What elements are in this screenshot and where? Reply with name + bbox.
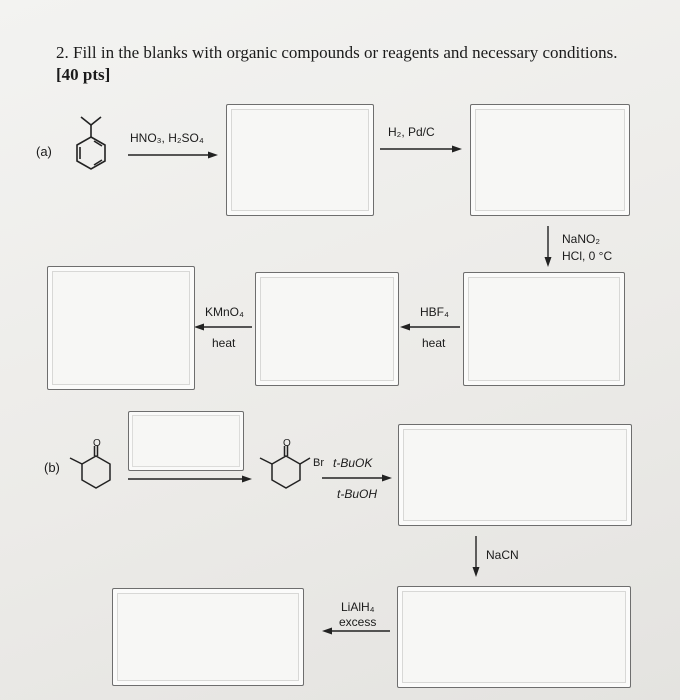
answer-box-b1[interactable] bbox=[398, 424, 632, 526]
part-b-step1-arrow bbox=[128, 475, 252, 483]
part-a-step5-reagent-bottom: heat bbox=[212, 336, 236, 350]
answer-box-b-reagent[interactable] bbox=[128, 411, 244, 471]
part-b-step4-reagent-bottom: excess bbox=[339, 615, 377, 629]
part-b-step3-arrow bbox=[472, 536, 480, 577]
answer-box-a3[interactable] bbox=[463, 272, 625, 386]
part-b-step2-reagent-top: t-BuOK bbox=[333, 456, 373, 470]
answer-box-a4[interactable] bbox=[255, 272, 399, 386]
answer-box-a1[interactable] bbox=[226, 104, 374, 216]
part-a-step3-reagent-top: NaNO₂ bbox=[562, 232, 600, 246]
question-header: 2. Fill in the blanks with organic compo… bbox=[56, 42, 666, 86]
part-a-step1-reagent: HNO₃, H₂SO₄ bbox=[130, 131, 204, 145]
bromo-label: Br bbox=[313, 457, 324, 469]
part-a-step2-arrow bbox=[380, 145, 462, 153]
part-a-step3-arrow bbox=[544, 226, 552, 267]
part-a-label: (a) bbox=[36, 144, 52, 159]
answer-box-a2[interactable] bbox=[470, 104, 630, 216]
part-a-step2-reagent: H₂, Pd/C bbox=[388, 125, 435, 139]
part-b-step2-arrow bbox=[322, 474, 392, 482]
part-a-step4-reagent-top: HBF₄ bbox=[420, 305, 449, 319]
question-text: Fill in the blanks with organic compound… bbox=[73, 43, 618, 62]
methylcyclohexanone-structure bbox=[69, 446, 111, 489]
part-a-step4-arrow bbox=[400, 323, 460, 331]
part-a-step5-arrow bbox=[194, 323, 252, 331]
part-b-step4-arrow bbox=[322, 627, 390, 635]
bromoketone-oxygen-label: O bbox=[283, 438, 291, 449]
part-a-step4-reagent-bottom: heat bbox=[422, 336, 446, 350]
question-points: [40 pts] bbox=[56, 65, 111, 84]
answer-box-b2[interactable] bbox=[397, 586, 631, 688]
part-b-step2-reagent-bottom: t-BuOH bbox=[337, 487, 378, 501]
part-a-step5-reagent-top: KMnO₄ bbox=[205, 305, 244, 319]
part-b-step3-reagent: NaCN bbox=[486, 548, 519, 562]
answer-box-b3[interactable] bbox=[112, 588, 304, 686]
part-a-step3-reagent-bottom: HCl, 0 °C bbox=[562, 249, 613, 263]
bromoketone-structure bbox=[259, 446, 311, 489]
cumene-structure bbox=[76, 116, 106, 170]
part-b-label: (b) bbox=[44, 460, 60, 475]
part-a-step1-arrow bbox=[128, 151, 218, 159]
ketone-oxygen-label: O bbox=[93, 438, 101, 449]
answer-box-a5[interactable] bbox=[47, 266, 195, 390]
part-b-step4-reagent-top: LiAlH₄ bbox=[341, 600, 375, 614]
question-number: 2. bbox=[56, 43, 69, 62]
